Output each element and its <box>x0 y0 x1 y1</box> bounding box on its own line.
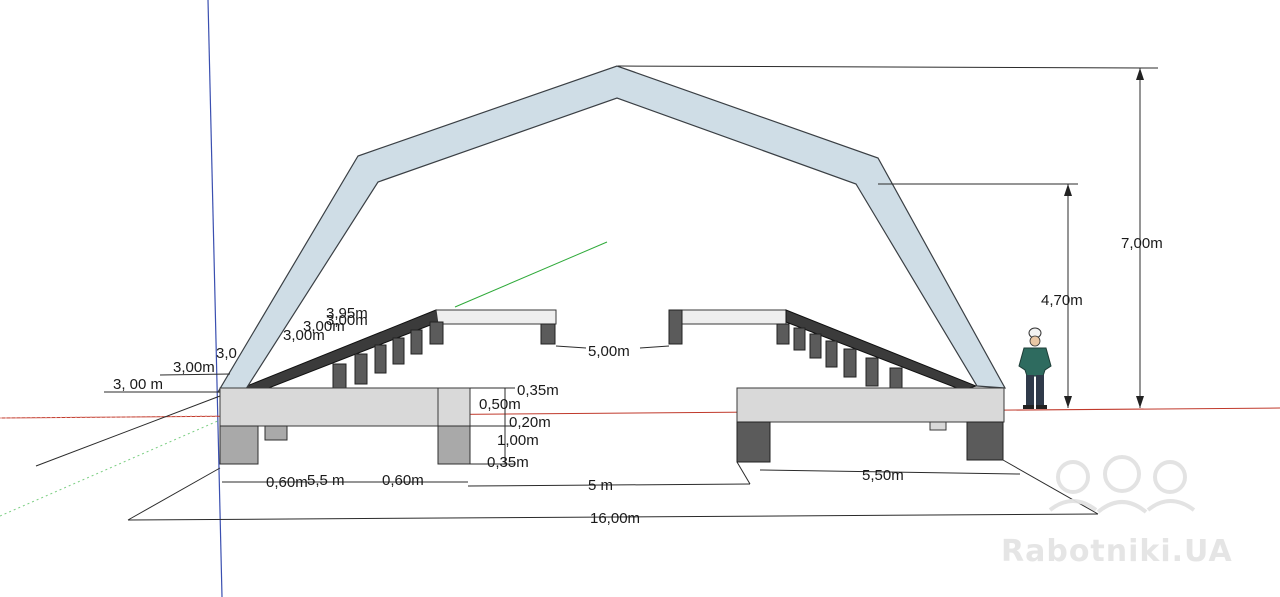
dim-depth-5: 3,00m <box>303 318 345 335</box>
axis-red <box>0 407 1280 419</box>
dimension-lines <box>35 65 1159 521</box>
axis-green <box>454 241 608 308</box>
axis-red-dotted <box>0 415 221 419</box>
dim-span-55: 5,5 m <box>307 472 345 489</box>
dim-total-height: 7,00m <box>1121 235 1163 252</box>
dim-depth-4: 3,00m <box>283 327 325 344</box>
helmet-logo-icon <box>1048 455 1196 514</box>
dim-post-060-left: 0,60m <box>266 474 308 491</box>
dim-center-gap: 5 m <box>588 477 613 494</box>
dim-gap-top: 5,00m <box>588 343 630 360</box>
watermark-text: Rabotniki.UA <box>1001 534 1233 569</box>
dim-post-100: 1,00m <box>497 432 539 449</box>
left-side-beams <box>230 309 557 397</box>
dim-depth-2: 3,00m <box>173 359 215 376</box>
dim-depth-6: 3,95m <box>326 305 368 322</box>
dim-overall: 16,00m <box>590 510 640 527</box>
dim-post-035: 0,35m <box>487 454 529 471</box>
dim-depth-1: 3, 00 m <box>113 376 163 393</box>
front-left-foundation <box>219 387 471 465</box>
dim-post-060-right: 0,60m <box>382 472 424 489</box>
arch-frame <box>216 65 1007 393</box>
dim-slab-050: 0,50m <box>479 396 521 413</box>
front-right-foundation <box>736 387 1005 463</box>
dim-right-span: 5,50m <box>862 467 904 484</box>
dim-depth-7: 3,00m <box>326 312 368 329</box>
right-side-beams <box>668 309 978 391</box>
dim-depth-3: 3,0 <box>216 345 237 362</box>
axis-green-dotted <box>0 419 221 517</box>
watermark: Rabotniki.UA <box>1001 455 1233 569</box>
axis-blue <box>207 0 223 597</box>
dim-wall-height: 4,70m <box>1041 292 1083 309</box>
dim-slab-035-top: 0,35m <box>517 382 559 399</box>
dim-slab-020: 0,20m <box>509 414 551 431</box>
worker-figure-icon <box>1018 327 1052 409</box>
dimension-labels: 7,00m 4,70m 5,00m 3, 00 m 3,00m 3,0 3,00… <box>113 235 1163 527</box>
